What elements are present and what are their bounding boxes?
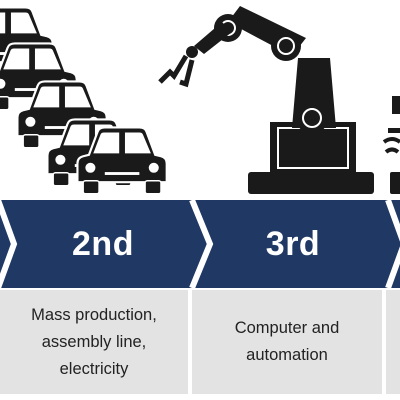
stage-3rd-description: Computer and automation xyxy=(192,290,382,394)
illustrations xyxy=(0,6,400,195)
stage-next-description-partial xyxy=(386,290,400,394)
stage-2nd-label: 2nd xyxy=(72,224,134,263)
wireless-device-icon xyxy=(382,96,400,194)
description-line: automation xyxy=(246,346,328,364)
chevron-divider-middle xyxy=(189,200,214,288)
car-stack-icon xyxy=(0,6,168,195)
description-line: assembly line, xyxy=(41,332,147,351)
robot-arm-icon xyxy=(158,6,374,194)
timeline-band xyxy=(0,200,400,288)
description-line: Mass production, xyxy=(31,305,157,324)
stage-2nd-description: Mass production, assembly line, electric… xyxy=(0,290,188,394)
description-line: electricity xyxy=(59,359,129,378)
stage-3rd-label: 3rd xyxy=(265,224,321,263)
description-line: Computer and xyxy=(234,319,340,337)
chevron-divider-left xyxy=(0,200,18,288)
chevron-divider-right xyxy=(385,200,400,288)
